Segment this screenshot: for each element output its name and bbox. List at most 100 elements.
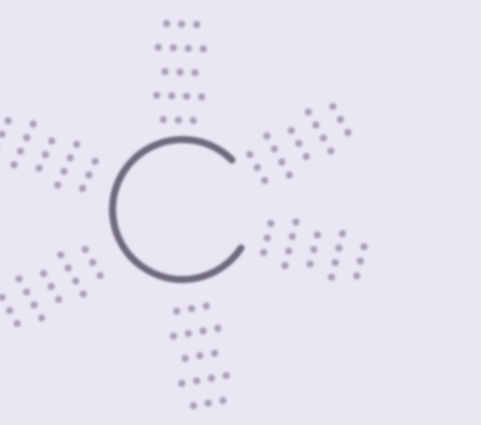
spinner-dot	[155, 44, 162, 51]
spinner-spoke	[260, 218, 368, 280]
spinner-dot	[305, 108, 312, 115]
spinner-dot	[219, 397, 226, 404]
spinner-dot	[36, 165, 43, 172]
spinner-dot	[190, 402, 197, 409]
spinner-dot	[344, 129, 351, 136]
spinner-dot	[328, 274, 335, 281]
spinner-dot	[17, 148, 24, 155]
spinner-dot	[48, 283, 55, 290]
spinner-dot	[48, 137, 55, 144]
spinner-dot	[178, 380, 185, 387]
spinner-dot	[335, 245, 342, 252]
spinner-dot	[332, 259, 339, 266]
spinner-dot	[40, 270, 47, 277]
spinner-dot	[23, 288, 30, 295]
spinner-dot	[79, 185, 86, 192]
spinner-dot	[73, 141, 80, 148]
spinner-dot	[223, 372, 230, 379]
spinner-dot	[60, 168, 67, 175]
spinner-dot	[267, 220, 274, 227]
spinner-dot	[211, 350, 218, 357]
spinner-dot	[214, 325, 221, 332]
spinner-dot	[288, 127, 295, 134]
spinner-dot	[286, 171, 293, 178]
spinner-dot	[254, 164, 261, 171]
spinner-dot	[292, 218, 299, 225]
spinner-dot	[170, 44, 177, 51]
spinner-dot	[182, 355, 189, 362]
spinner-dot	[57, 251, 64, 258]
spinner-dot	[160, 116, 167, 123]
spinner-dot	[72, 277, 79, 284]
spinner-spoke	[0, 246, 104, 327]
spinner-dot	[42, 151, 49, 158]
spinner-dot	[185, 45, 192, 52]
spinner-dot	[38, 314, 45, 321]
spinner-dot	[11, 161, 18, 168]
spinner-dot	[263, 132, 270, 139]
spinner-dot	[208, 375, 215, 382]
spinner-dot	[178, 21, 185, 28]
spinner-dot	[198, 93, 205, 100]
spinner-dot	[175, 117, 182, 124]
spinner-dot	[193, 377, 200, 384]
spinner-spoke	[153, 20, 207, 124]
spinner-dot	[153, 92, 160, 99]
spinner-dot	[97, 272, 104, 279]
spinner-dot	[289, 233, 296, 240]
spinner-dot	[168, 92, 175, 99]
spinner-dot	[163, 20, 170, 27]
spinner-dot	[80, 290, 87, 297]
spinner-dot	[191, 69, 198, 76]
spinner-dot	[303, 153, 310, 160]
spinner-dot	[357, 258, 364, 265]
spinner-dot	[200, 327, 207, 334]
spinner-dot	[161, 68, 168, 75]
spinner-dot	[307, 261, 314, 268]
spinner-dot	[295, 140, 302, 147]
spinner-dot	[5, 117, 12, 124]
spinner-dot	[200, 45, 207, 52]
spinner-dot	[67, 154, 74, 161]
spinner-dot	[185, 330, 192, 337]
spinner-dot	[30, 301, 37, 308]
spinner-dot	[30, 120, 37, 127]
spinner-dot	[278, 158, 285, 165]
spinner-dot	[23, 134, 30, 141]
spinner-dot	[310, 246, 317, 253]
spinner-dot	[271, 145, 278, 152]
spinner-dot	[89, 259, 96, 266]
spinner-dot	[183, 93, 190, 100]
spinner-spoke	[0, 117, 99, 192]
spinner-dot	[339, 230, 346, 237]
spinner-dot	[54, 182, 61, 189]
spinner-dot	[337, 116, 344, 123]
spinner-dot	[314, 231, 321, 238]
spinner-dot	[312, 121, 319, 128]
spinner-dot	[281, 262, 288, 269]
spinner-dot	[353, 272, 360, 279]
spinner-dot	[82, 246, 89, 253]
spinner-dot	[92, 158, 99, 165]
spinner-dot	[170, 333, 177, 340]
spinner-dot	[264, 234, 271, 241]
spinner-dot	[65, 264, 72, 271]
spinner-spoke	[170, 302, 230, 409]
spinner-dot	[203, 302, 210, 309]
spinner-dot	[246, 151, 253, 158]
spinner-dot	[85, 171, 92, 178]
spinner-dot	[55, 296, 62, 303]
spinner-dot	[260, 249, 267, 256]
spinner-dot	[205, 400, 212, 407]
spinner-dot	[360, 243, 367, 250]
spinner-dot	[173, 308, 180, 315]
spinner-dot	[320, 134, 327, 141]
spinner-dot-spokes	[0, 20, 368, 409]
spinner-ring	[113, 140, 241, 280]
spinner-dot	[285, 248, 292, 255]
spinner-dot	[329, 103, 336, 110]
spinner-dot	[327, 147, 334, 154]
spinner-dot	[6, 307, 13, 314]
